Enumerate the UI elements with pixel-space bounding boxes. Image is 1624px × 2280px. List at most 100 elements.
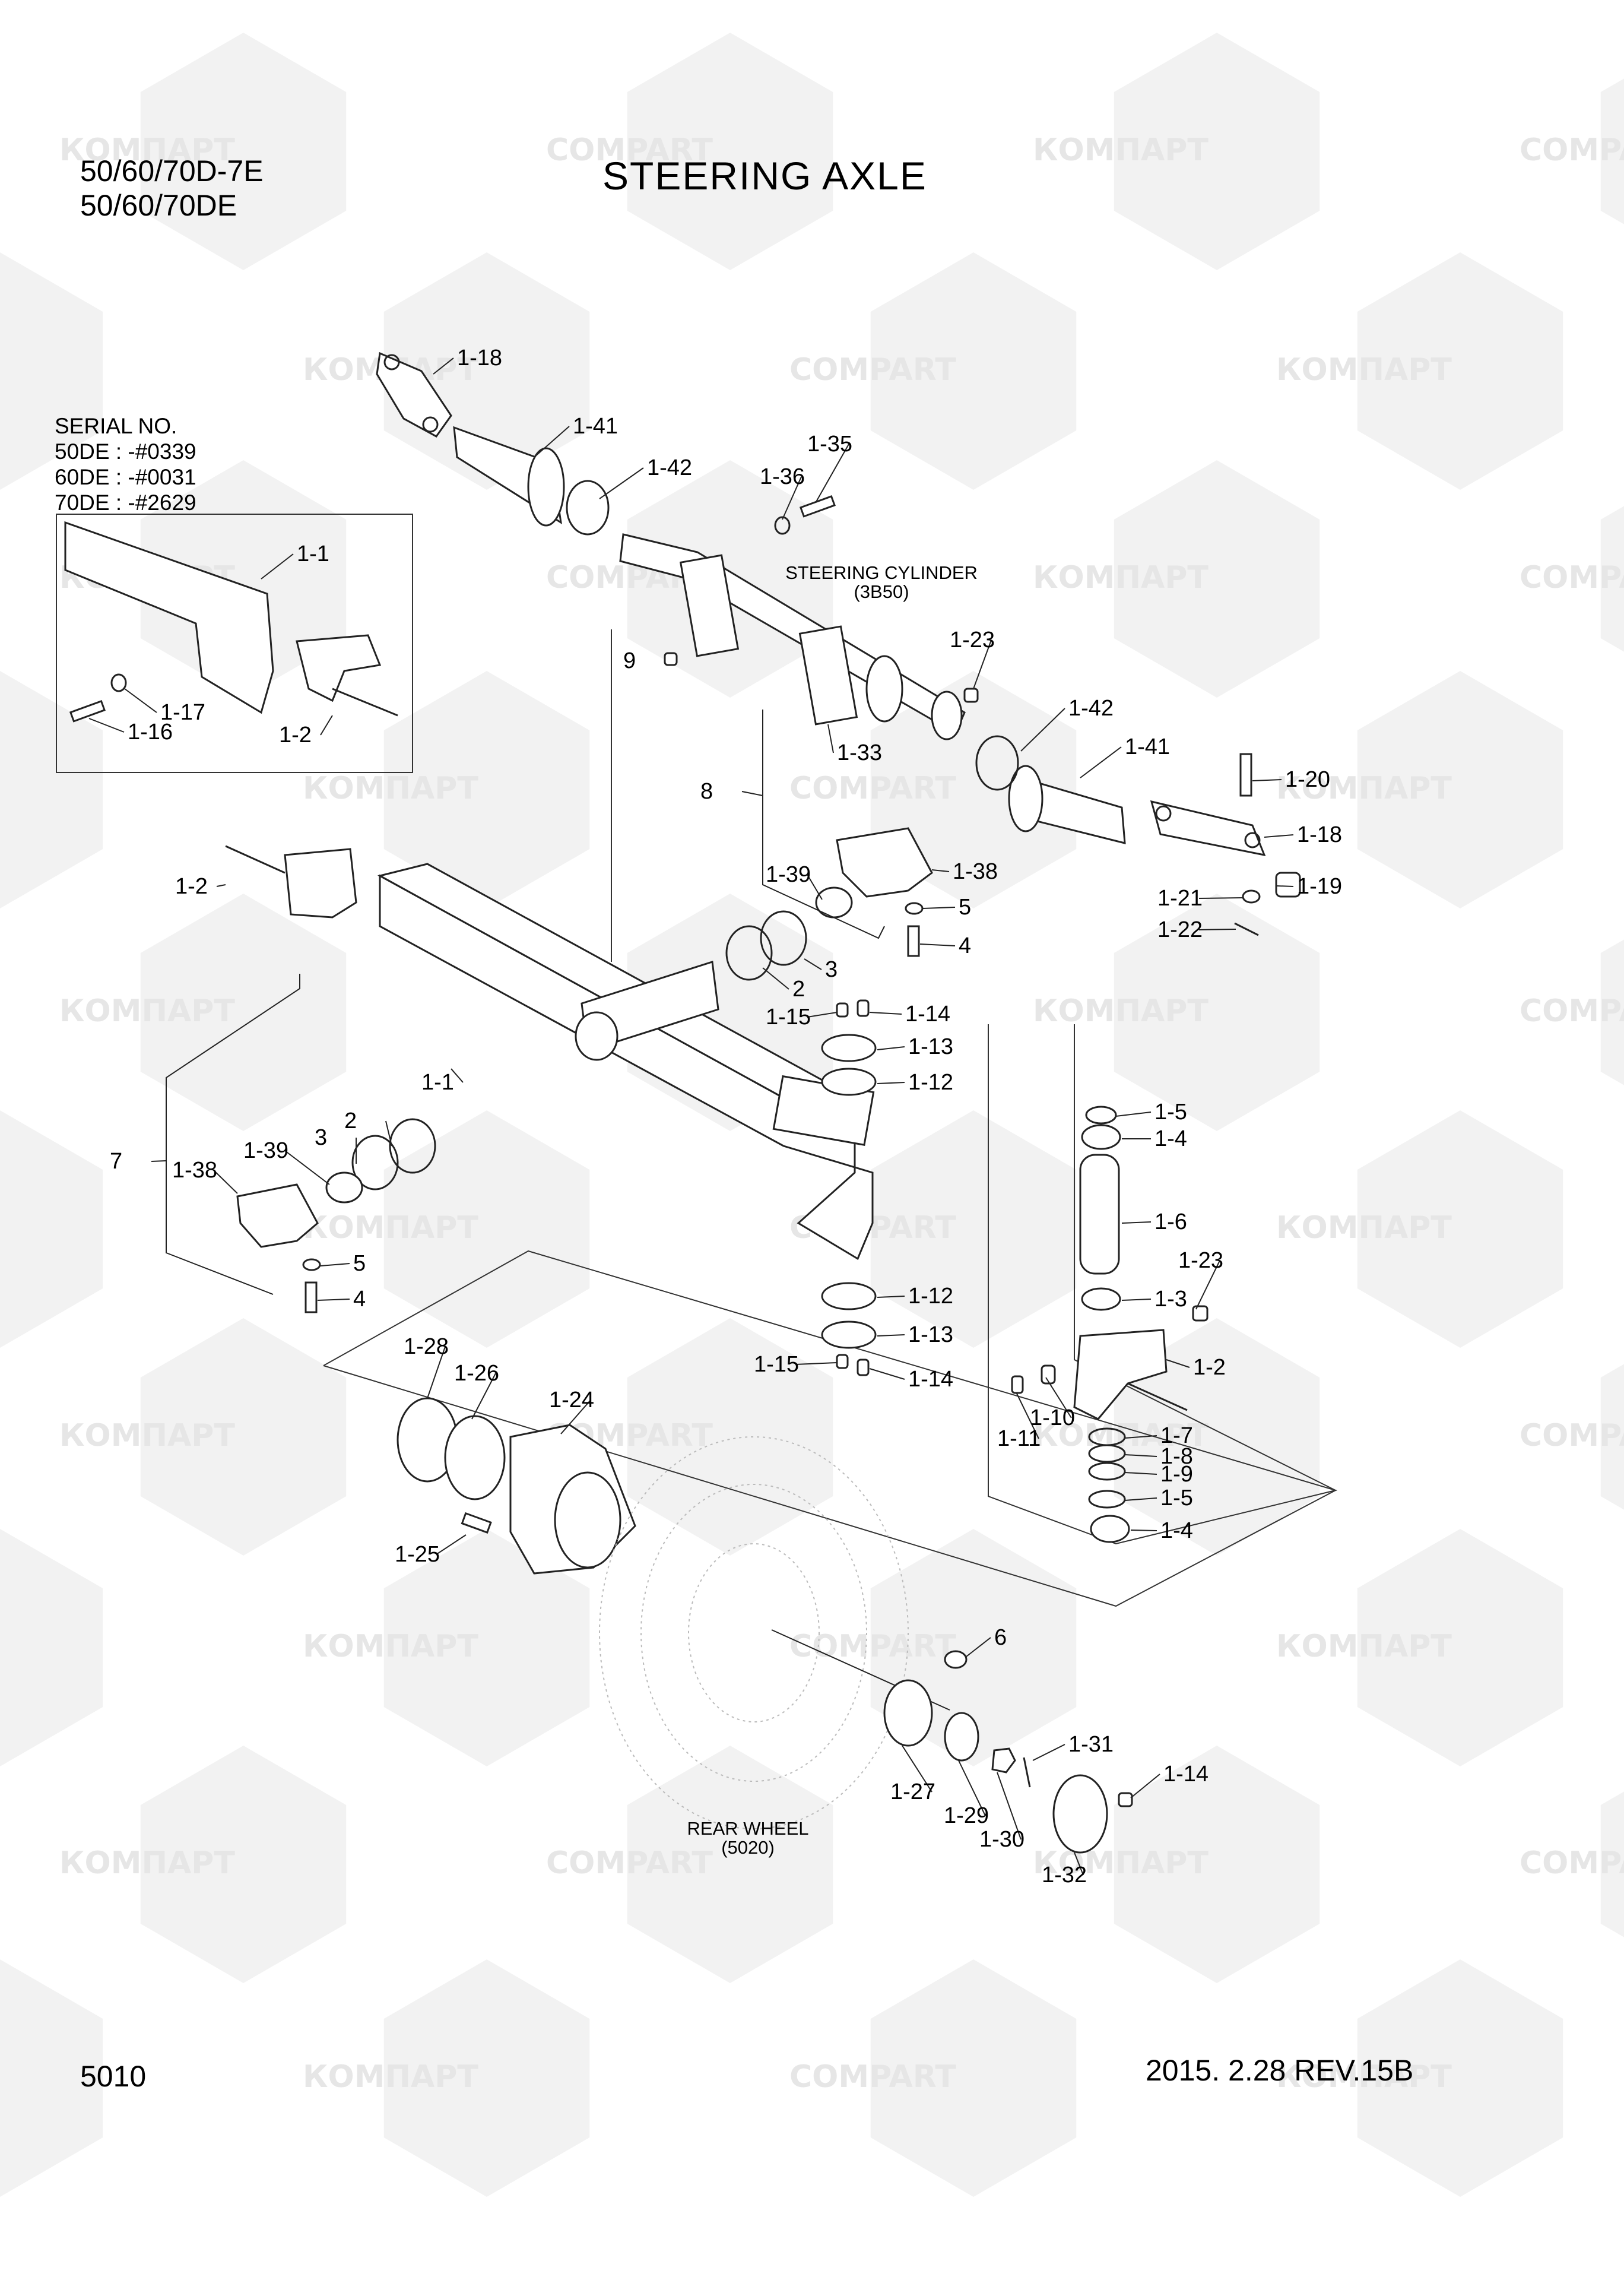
watermark-hexagon	[140, 894, 347, 1131]
watermark-text: COMPART	[789, 1629, 956, 1664]
watermark-hexagon	[1357, 1529, 1563, 1766]
bolt-1-35	[799, 495, 836, 518]
nipple-9	[664, 652, 678, 666]
watermark-text: COMPART	[546, 132, 713, 168]
callout-1-2-48: 1-2	[1193, 1355, 1226, 1380]
note-rear-wheel-code: (5020)	[721, 1837, 775, 1858]
watermark-text: COMPART	[1520, 132, 1624, 168]
leader-line-56	[427, 1346, 446, 1399]
plate-1-12-top	[821, 1068, 877, 1096]
leader-line-0	[433, 357, 454, 375]
callout-1-8-52: 1-8	[1160, 1444, 1193, 1469]
watermark-hexagon	[140, 460, 347, 698]
watermark-hexagon	[1357, 252, 1563, 490]
inset-axle-beam	[64, 521, 274, 714]
leader-line-55	[1130, 1530, 1157, 1531]
callout-1-18-15: 1-18	[1297, 822, 1342, 847]
callout-1-14-28: 1-14	[905, 1002, 950, 1027]
leader-lines	[88, 357, 1294, 1876]
callout-1-39-34: 1-39	[243, 1138, 288, 1163]
watermark-text: COMPART	[1520, 1845, 1624, 1881]
nipple-1-23-top	[963, 688, 979, 703]
washer-5-left	[302, 1258, 321, 1271]
washer-5-top	[905, 902, 924, 915]
leader-line-57	[471, 1373, 496, 1420]
snap-ring-top	[1085, 1106, 1117, 1125]
leader-line-25	[804, 958, 822, 970]
callout-1-20-14: 1-20	[1285, 767, 1330, 792]
leader-line-18	[1198, 929, 1236, 930]
ring-3-top	[760, 910, 807, 966]
boot-right	[1008, 765, 1126, 844]
ring-2-top	[725, 925, 773, 981]
callout-5-37: 5	[353, 1251, 366, 1276]
watermark-text: КОМПАРТ	[1033, 993, 1209, 1029]
bracket-1-38-left	[236, 1183, 319, 1248]
bearing-1-26	[444, 1415, 506, 1500]
callout-1-36-3: 1-36	[760, 464, 805, 489]
washer-1-36	[774, 516, 791, 535]
watermark-hexagon	[383, 1959, 590, 2197]
bolt-1-16	[69, 699, 106, 723]
leader-line-8	[88, 718, 125, 733]
model-line-2: 50/60/70DE	[80, 189, 237, 222]
callout-1-12-30: 1-12	[908, 1070, 953, 1095]
callout-1-18-0: 1-18	[457, 346, 502, 370]
callout-1-13-45: 1-13	[908, 1322, 953, 1347]
callout-1-38-36: 1-38	[172, 1158, 217, 1183]
callout-1-19-16: 1-19	[1297, 874, 1342, 899]
callout-9-9: 9	[623, 648, 636, 673]
callout-1-15-46: 1-15	[754, 1352, 799, 1377]
leader-line-26	[762, 967, 789, 990]
nut-1-30	[991, 1747, 1016, 1774]
hub-1-24	[509, 1424, 636, 1575]
leader-line-2	[599, 467, 644, 499]
callout-1-7-51: 1-7	[1160, 1423, 1193, 1448]
watermark-hexagon	[627, 1318, 833, 1556]
watermark-hexagon	[0, 671, 103, 908]
watermark-hexagon	[1114, 1746, 1320, 1983]
callout-8-19: 8	[700, 779, 713, 804]
watermark-text: КОМПАРТ	[59, 1418, 235, 1454]
leader-line-28	[869, 1012, 902, 1015]
bearing-1-27	[883, 1679, 933, 1747]
watermark-hexagon	[0, 252, 103, 490]
leader-line-36	[213, 1170, 238, 1194]
nipple-1-15-bot	[836, 1354, 849, 1369]
callout-1-30-65: 1-30	[979, 1827, 1024, 1852]
callout-1-42-2: 1-42	[647, 455, 692, 480]
leader-line-22	[922, 907, 956, 909]
bearing-top	[1081, 1124, 1121, 1150]
ring-2-left	[389, 1118, 436, 1174]
leader-line-52	[1124, 1454, 1157, 1457]
watermark-text: КОМПАРТ	[1276, 352, 1452, 388]
serial-label: SERIAL NO.	[55, 414, 177, 438]
callout-1-5-54: 1-5	[1160, 1486, 1193, 1510]
model-line-1: 50/60/70D-7E	[80, 154, 264, 188]
leader-line-15	[1264, 834, 1294, 838]
watermark-text: КОМПАРТ	[303, 771, 478, 806]
pipe-8	[762, 710, 885, 939]
kingpin-frame	[988, 1024, 1337, 1545]
seal-1-3	[1081, 1287, 1121, 1311]
watermark-text: КОМПАРТ	[1033, 560, 1209, 596]
clamp-right	[975, 735, 1019, 791]
watermark-hexagon	[1114, 1318, 1320, 1556]
callout-1-28-56: 1-28	[404, 1334, 449, 1359]
leader-line-59	[436, 1534, 467, 1555]
serial-50de: 50DE : -#0339	[55, 439, 196, 464]
watermark-hexagon	[383, 1529, 590, 1766]
leader-line-27	[807, 1012, 838, 1018]
leader-line-30	[877, 1082, 905, 1084]
callout-1-6-41: 1-6	[1154, 1209, 1187, 1234]
callout-1-41-1: 1-41	[573, 414, 618, 439]
watermark-hexagon	[1357, 1959, 1563, 2197]
washer-1-17	[110, 673, 127, 692]
watermark-hexagon	[1600, 939, 1624, 1085]
pin-1-20	[1239, 753, 1252, 797]
leader-line-12	[1080, 746, 1122, 778]
washer-1-29	[944, 1712, 979, 1762]
boot-top	[453, 426, 565, 527]
watermark-text: КОМПАРТ	[1276, 2059, 1452, 2095]
